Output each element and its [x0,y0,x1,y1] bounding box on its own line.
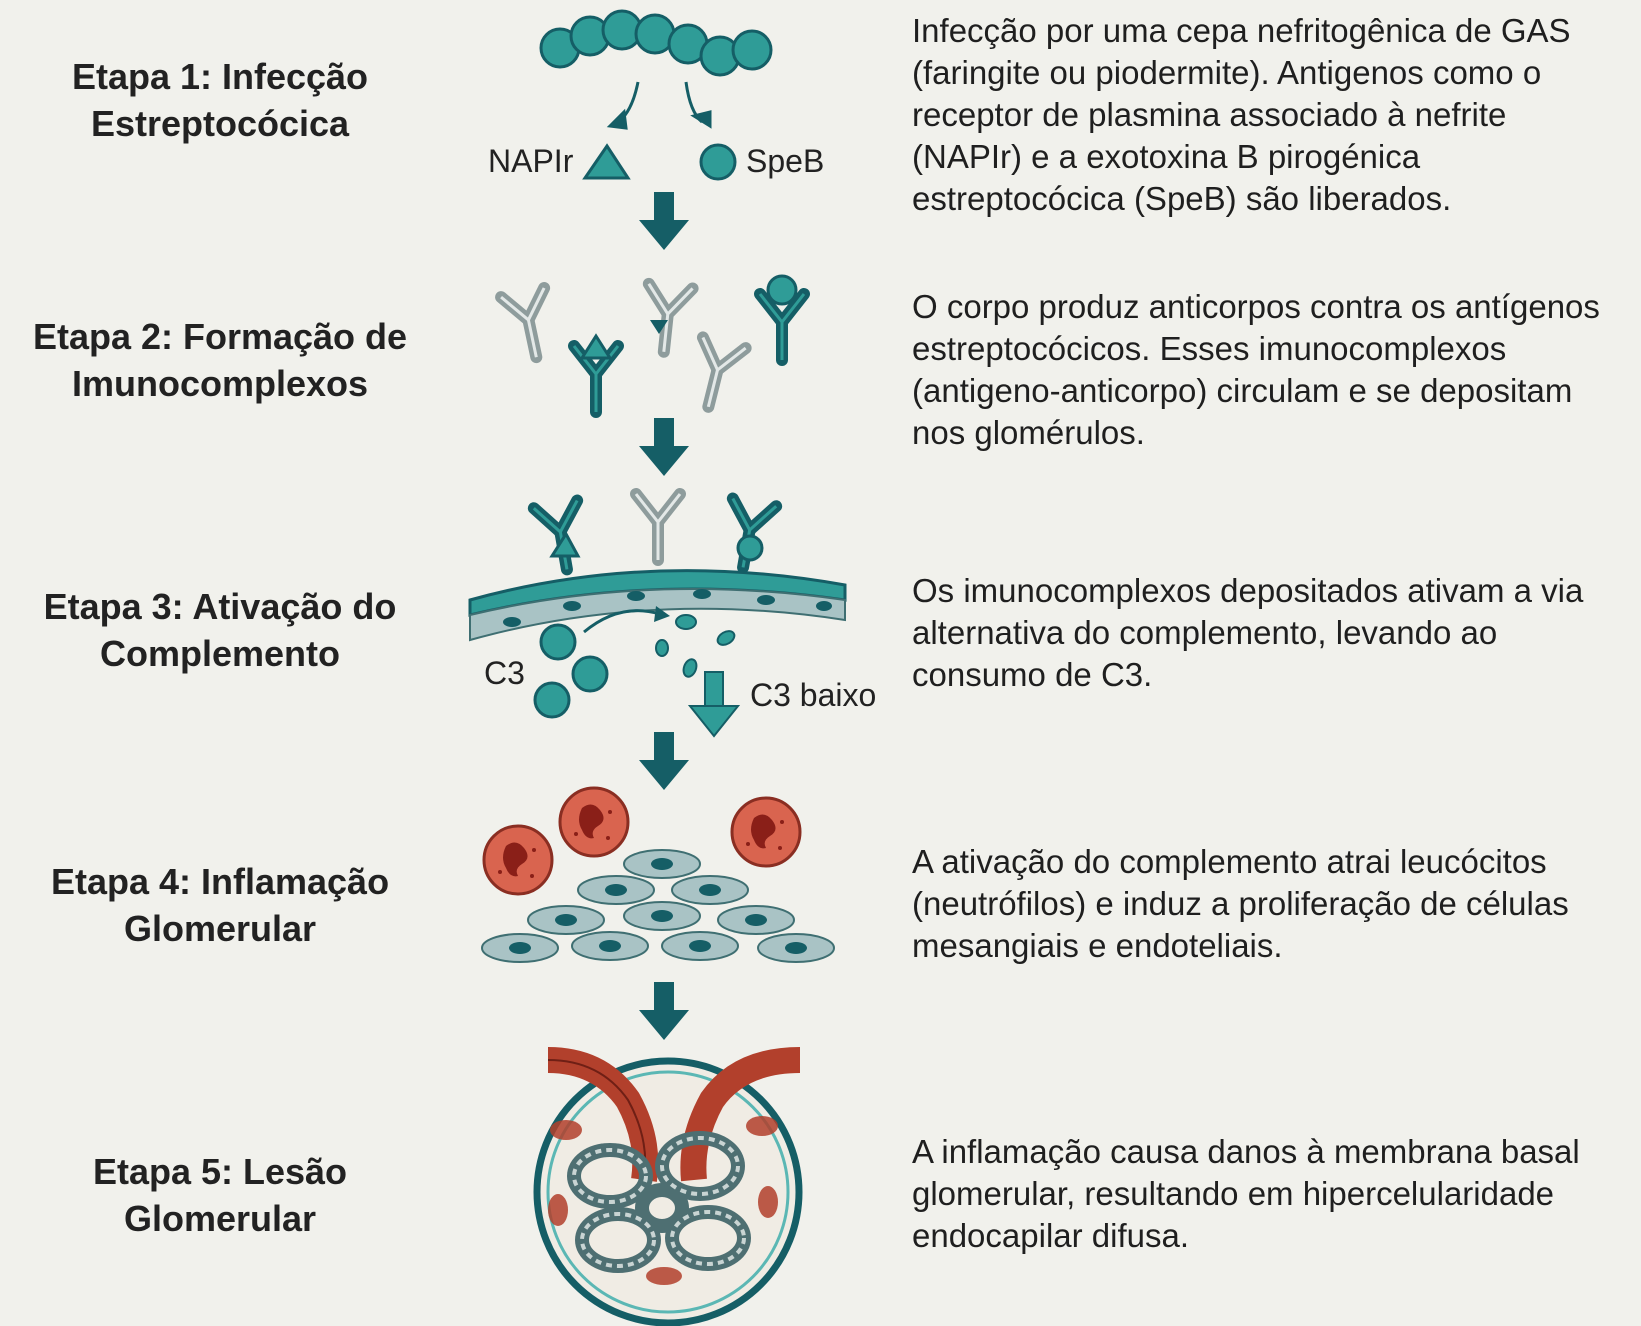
step-2-desc-line-4: nos glomérulos. [912,414,1145,451]
step-1-desc-line-5: estreptocócica (SpeB) são liberados. [912,180,1452,217]
napir-label: NAPIr [488,143,574,179]
step-1-desc-line-1: Infecção por uma cepa nefritogênica de G… [912,12,1571,49]
glomerular-wall-icon [468,569,847,642]
step-4-desc-line-3: mesangiais e endoteliais. [912,927,1283,964]
step-2-desc-line-2: estreptocócicos. Esses imunocomplexos [912,330,1507,367]
glomerulus-icon [533,1047,803,1326]
neutrophil-icon [730,796,802,868]
step-5-title-line-2: Glomerular [123,1198,317,1239]
step-2-description: O corpo produz anticorpos contra os antí… [912,286,1637,454]
speb-antigen-icon [699,143,737,181]
step-4-desc-line-1: A ativação do complemento atrai leucócit… [912,843,1547,880]
step-5-title-line-1: Etapa 5: Lesão [92,1151,348,1192]
step-2-desc-line-3: (antigeno-anticorpo) circulam e se depos… [912,372,1573,409]
step-3-title-line-1: Etapa 3: Ativação do [43,586,397,627]
step-1-description: Infecção por uma cepa nefritogênica de G… [912,10,1637,220]
step-3-desc-line-3: consumo de C3. [912,656,1153,693]
step-2-desc-line-1: O corpo produz anticorpos contra os antí… [912,288,1600,325]
step-4-title-line-2: Glomerular [123,908,317,949]
step-3-title-line-2: Complemento [99,633,340,674]
step-2-title-line-2: Imunocomplexos [71,363,369,404]
arrow-down-icon [639,418,689,476]
speb-label: SpeB [746,143,824,179]
step-3-description: Os imunocomplexos depositados ativam a v… [912,570,1637,696]
step-5-desc-line-2: glomerular, resultando em hipercelularid… [912,1175,1555,1212]
step-1-desc-line-2: (faringite ou piodermite). Antigenos com… [912,54,1542,91]
arrow-down-icon [639,982,689,1040]
step-1-title-line-1: Etapa 1: Infecção [71,56,369,97]
c3-molecules-icon [533,623,609,719]
step-2-title-line-1: Etapa 2: Formação de [32,316,408,357]
step-3-desc-line-2: alternativa do complemento, levando ao [912,614,1498,651]
step-1-title-line-2: Estreptocócica [90,103,350,144]
arrow-down-icon [639,192,689,250]
step-4-title-line-1: Etapa 4: Inflamação [50,861,390,902]
step-5-description: A inflamação causa danos à membrana basa… [912,1131,1637,1257]
step-1-desc-line-4: (NAPIr) e a exotoxina B pirogénica [912,138,1421,175]
step-3-desc-line-1: Os imunocomplexos depositados ativam a v… [912,572,1584,609]
step-4-description: A ativação do complemento atrai leucócit… [912,841,1637,967]
deposited-immunocomplexes-icon [534,494,776,573]
antibodies-icon [501,274,804,412]
step-5-title: Etapa 5: Lesão Glomerular [0,1148,440,1242]
step-4-desc-line-2: (neutrófilos) e induz a proliferação de … [912,885,1569,922]
c3-label: C3 [484,655,525,691]
step-3-title: Etapa 3: Ativação do Complemento [0,583,440,677]
step-5-desc-line-3: endocapilar difusa. [912,1217,1190,1254]
neutrophil-icon [482,824,554,896]
step-1-desc-line-3: receptor de plasmina associado à nefrite [912,96,1507,133]
napir-antigen-icon [582,143,631,180]
step-2-title: Etapa 2: Formação de Imunocomplexos [0,313,440,407]
c3-low-label: C3 baixo [750,677,876,713]
arrow-down-icon [639,732,689,790]
step-1-title: Etapa 1: Infecção Estreptocócica [0,53,440,147]
release-arrows [606,81,712,130]
neutrophil-icon [558,786,630,858]
c3-low-arrow-icon [687,671,741,738]
step-4-title: Etapa 4: Inflamação Glomerular [0,858,440,952]
c3-fragments-icon [655,614,736,678]
step-5-desc-line-1: A inflamação causa danos à membrana basa… [912,1133,1580,1170]
cleavage-arrow-icon [583,609,661,634]
streptococcus-chain-icon [539,9,773,77]
